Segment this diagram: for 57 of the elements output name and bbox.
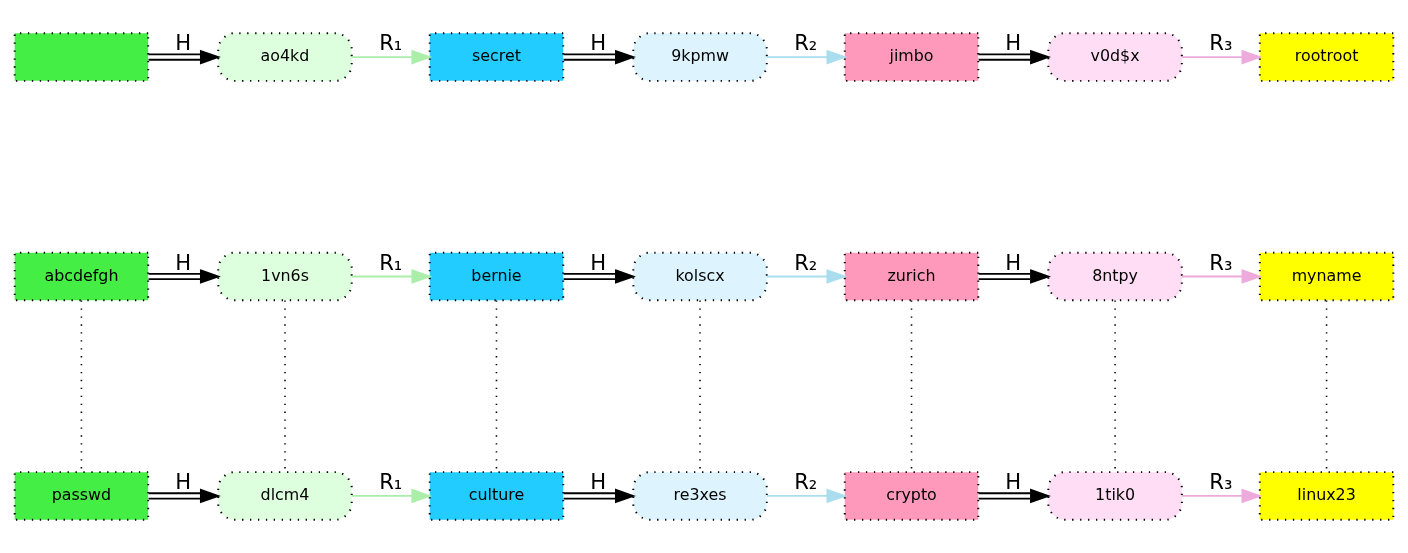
edge-label: R₂ xyxy=(794,30,818,56)
arrow xyxy=(562,488,636,504)
edge-label: H xyxy=(590,249,607,275)
arrow xyxy=(765,49,848,65)
node-box: v0d$x xyxy=(1047,32,1183,82)
node-box: secret xyxy=(428,32,565,82)
node-box: rootroot xyxy=(1258,32,1395,82)
edge-label: H xyxy=(590,469,607,495)
node-box: abcdefgh xyxy=(13,251,150,302)
edge-label: H xyxy=(590,30,607,56)
edge-label: R₂ xyxy=(794,249,818,275)
node-box xyxy=(13,32,150,82)
arrow xyxy=(350,49,433,65)
arrow xyxy=(350,269,433,284)
node-box: 1tik0 xyxy=(1047,471,1183,521)
node-box: zurich xyxy=(843,251,980,302)
edge-label: R₁ xyxy=(379,249,403,275)
edge-label: H xyxy=(175,469,192,495)
edge-label: H xyxy=(1005,30,1022,56)
node-box: myname xyxy=(1258,251,1395,302)
node-box: 8ntpy xyxy=(1047,251,1183,302)
arrow xyxy=(147,269,221,284)
arrow xyxy=(977,488,1051,504)
node-box: re3xes xyxy=(632,471,768,521)
arrow xyxy=(765,488,848,504)
arrow xyxy=(147,49,221,65)
arrow xyxy=(562,49,636,65)
edge-label: R₃ xyxy=(1209,30,1233,56)
arrow xyxy=(977,49,1051,65)
edge-label: R₂ xyxy=(794,469,818,495)
node-box: linux23 xyxy=(1258,471,1395,521)
node-box: dlcm4 xyxy=(217,471,353,521)
arrow xyxy=(1181,49,1263,65)
node-box: culture xyxy=(428,471,565,521)
node-box: bernie xyxy=(428,251,565,302)
node-box: 9kpmw xyxy=(632,32,768,82)
node-box: kolscx xyxy=(632,251,768,302)
edge-label: R₁ xyxy=(379,469,403,495)
edge-label: H xyxy=(1005,249,1022,275)
node-box: 1vn6s xyxy=(217,251,353,302)
arrow xyxy=(1181,488,1263,504)
node-box: jimbo xyxy=(843,32,980,82)
node-box: crypto xyxy=(843,471,980,521)
arrow xyxy=(977,269,1051,284)
edge-label: R₃ xyxy=(1209,469,1233,495)
arrow xyxy=(147,488,221,504)
edge-label: H xyxy=(175,249,192,275)
arrow xyxy=(350,488,433,504)
edge-label: H xyxy=(1005,469,1022,495)
edge-label: R₃ xyxy=(1209,249,1233,275)
edge-label: H xyxy=(175,30,192,56)
node-box: passwd xyxy=(13,471,150,521)
arrow xyxy=(1181,269,1263,284)
edge-label: R₁ xyxy=(379,30,403,56)
arrow xyxy=(562,269,636,284)
node-box: ao4kd xyxy=(217,32,353,82)
arrow xyxy=(765,269,848,284)
